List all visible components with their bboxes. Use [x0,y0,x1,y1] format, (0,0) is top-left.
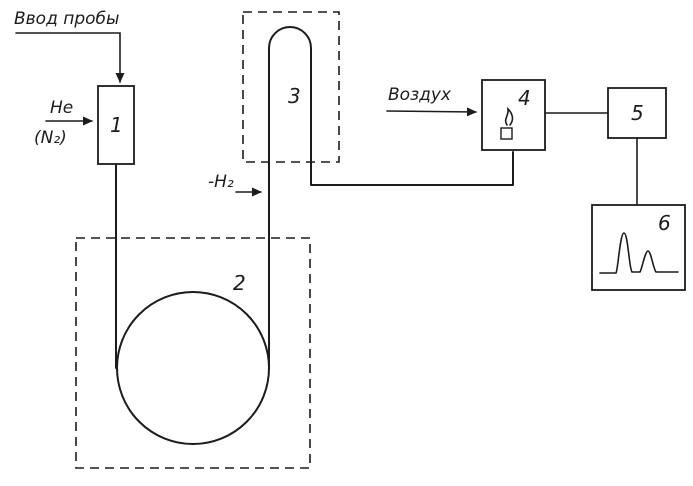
loop-dashed-box [242,11,340,163]
sample-inlet-arrow [15,32,125,83]
block5-number: 5 [631,101,644,125]
injector-box [97,85,135,165]
sample-input-label: Ввод пробы [14,9,119,29]
detector-box [481,79,546,151]
chromatogram-trace [599,232,679,274]
carrier-gas-alt-label: (N₂) [34,128,67,148]
flame-icon [504,106,514,126]
column-loop-tube [268,26,514,369]
hydrogen-label: -H₂ [208,172,234,192]
block1-number: 1 [110,113,123,137]
recorder-box [591,204,686,291]
block4-number: 4 [518,86,531,110]
amplifier-box [607,87,667,139]
air-arrow [386,107,477,117]
column-coil [116,291,270,445]
carrier-gas-label: He [50,98,73,118]
jet-square [500,127,513,140]
block3-number: 3 [288,84,301,108]
thermostat-dashed-box [75,237,311,469]
block2-number: 2 [233,271,246,295]
air-label: Воздух [388,85,452,105]
block6-number: 6 [658,211,671,235]
